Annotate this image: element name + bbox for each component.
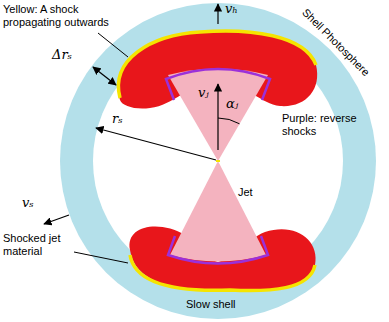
angle-arc (218, 118, 240, 124)
thickness-arrow (93, 67, 116, 85)
part-name: Slow shell (186, 298, 236, 311)
velocity-symbol: vₛ (22, 196, 34, 211)
slow-shell (60, 3, 376, 319)
jet-cone (168, 69, 268, 162)
velocity-symbol: vⱼ (198, 86, 209, 101)
leader-line (74, 252, 128, 263)
angle-symbol: αⱼ (226, 97, 238, 112)
jet-apex (216, 160, 220, 162)
reverse-shock (168, 236, 268, 264)
part-name: Jet (238, 186, 253, 199)
velocity-symbol: vₕ (225, 2, 238, 17)
dimension-symbol: rₛ (112, 112, 123, 127)
velocity-arrow (217, 4, 218, 24)
callout-note: Shocked jet material (3, 232, 75, 257)
velocity-arrow (217, 84, 218, 150)
velocity-arrow (44, 215, 69, 224)
callout-note: Purple: reverse shocks (282, 112, 364, 137)
jet-cone (170, 161, 266, 262)
leader-line (98, 33, 128, 57)
dimension-symbol: Δrₛ (52, 48, 72, 63)
radius-arrow (96, 128, 216, 160)
callout-note: Yellow: A shock propagating outwards (3, 3, 131, 28)
